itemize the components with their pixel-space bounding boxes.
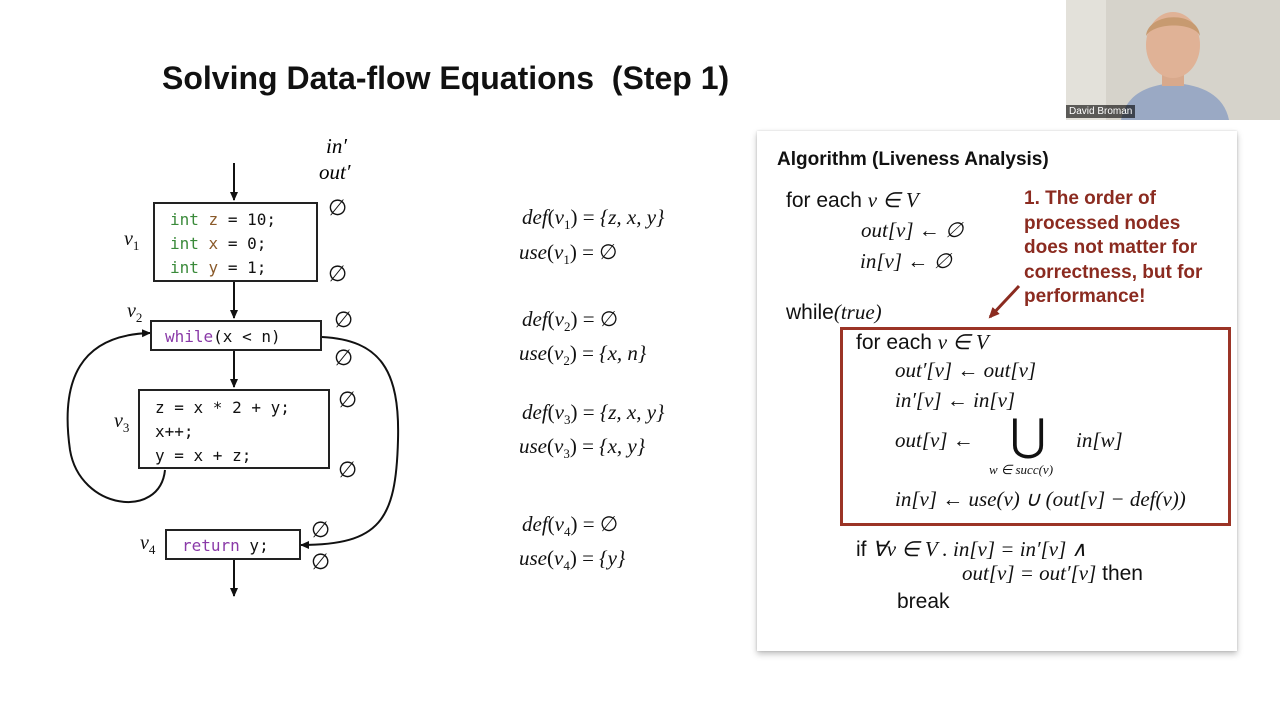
use-equation-v4: use(v4) = {y} <box>519 546 626 574</box>
v3-out-empty-set: ∅ <box>338 458 358 483</box>
node-v2: while(x < n) <box>150 320 322 351</box>
v2-in-empty-set: ∅ <box>334 308 354 333</box>
presenter-video <box>1066 0 1280 120</box>
v1-in-empty-set: ∅ <box>328 196 348 221</box>
if-line: if ∀v ∈ V . in[v] = in′[v] ∧ <box>856 537 1087 561</box>
code-line: int z = 10; <box>170 210 276 229</box>
node-v2-label: v2 <box>127 300 143 325</box>
node-v4-label: v4 <box>140 532 156 557</box>
participant-name: David Broman <box>1066 105 1136 118</box>
inner-for-each-line: for each v ∈ V <box>856 330 989 354</box>
use-equation-v3: use(v3) = {x, y} <box>519 434 646 462</box>
v4-out-empty-set: ∅ <box>311 550 331 575</box>
node-v3-label: v3 <box>114 410 130 435</box>
algorithm-title: Algorithm (Liveness Analysis) <box>777 149 1049 170</box>
code-line: int y = 1; <box>170 258 267 277</box>
init-out-line: out[v] ← ∅ <box>861 218 964 242</box>
node-v1-label: v1 <box>124 228 140 253</box>
out-prime-header: out′ <box>319 160 351 184</box>
union-lhs: out[v] ← <box>895 428 974 452</box>
union-subscript: w ∈ succ(v) <box>989 462 1054 477</box>
def-equation-v2: def(v2) = ∅ <box>522 307 619 335</box>
node-v4: return y; <box>165 529 301 560</box>
while-line: while(true) <box>786 300 882 324</box>
code-line: int x = 0; <box>170 234 267 253</box>
def-equation-v1: def(v1) = {z, x, y} <box>522 205 665 233</box>
v1-out-empty-set: ∅ <box>328 262 348 287</box>
v3-in-empty-set: ∅ <box>338 388 358 413</box>
edge-v3-v2-back <box>66 329 166 504</box>
def-equation-v3: def(v3) = {z, x, y} <box>522 400 665 428</box>
use-equation-v1: use(v1) = ∅ <box>519 240 618 268</box>
order-note: 1. The order of processed nodes does not… <box>1024 188 1203 307</box>
webcam-feed: David Broman <box>1066 0 1280 120</box>
code-line: while(x < n) <box>165 327 281 346</box>
union-rhs: in[w] <box>1076 428 1123 452</box>
algorithm-panel: Algorithm (Liveness Analysis) for each v… <box>757 131 1237 651</box>
init-in-line: in[v] ← ∅ <box>860 249 952 273</box>
code-line: return y; <box>182 536 269 555</box>
node-v3: z = x * 2 + y; x++; y = x + z; <box>138 389 330 469</box>
use-equation-v2: use(v2) = {x, n} <box>519 341 647 369</box>
in-prime-header: in′ <box>326 134 347 158</box>
code-line: x++; <box>155 422 194 441</box>
v4-in-empty-set: ∅ <box>311 518 331 543</box>
break-line: break <box>897 590 950 613</box>
node-v1: int z = 10; int x = 0; int y = 1; <box>153 202 318 282</box>
def-equation-v4: def(v4) = ∅ <box>522 512 619 540</box>
copy-in-line: in′[v] ← in[v] <box>895 388 1016 412</box>
code-line: z = x * 2 + y; <box>155 398 290 417</box>
for-each-line: for each v ∈ V <box>786 188 919 212</box>
then-line: out[v] = out′[v] then <box>962 561 1143 585</box>
slide-title: Solving Data-flow Equations (Step 1) <box>162 60 730 96</box>
edge-v2-v4 <box>300 336 400 549</box>
union-symbol: ⋃ <box>1010 411 1047 460</box>
v2-out-empty-set: ∅ <box>334 346 354 371</box>
loop-body-highlight <box>840 327 1231 526</box>
code-line: y = x + z; <box>155 446 252 465</box>
in-update-line: in[v] ← use(v) ∪ (out[v] − def(v)) <box>895 487 1186 511</box>
copy-out-line: out′[v] ← out[v] <box>895 358 1037 382</box>
